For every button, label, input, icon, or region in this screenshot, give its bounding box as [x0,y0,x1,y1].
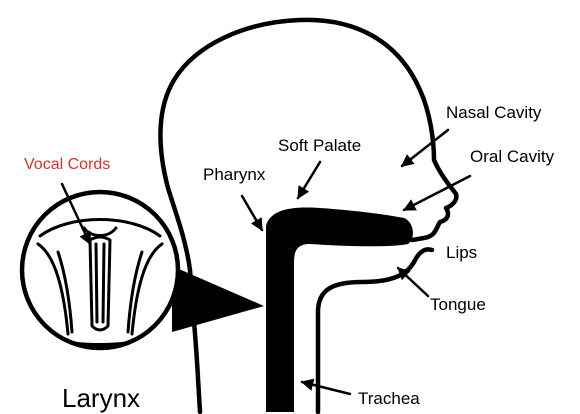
pharynx-arrow [242,196,262,230]
oral-cavity-arrow [404,176,470,210]
vocal-cords-label: Vocal Cords [24,157,110,173]
nasal-cavity-label: Nasal Cavity [446,104,541,121]
soft-palate-shape [266,208,413,412]
chin-neck-outline [318,249,432,412]
soft-palate-label: Soft Palate [278,137,361,154]
tongue-arrow [398,268,428,296]
trachea-arrow [302,382,350,394]
larynx-circle [22,192,178,348]
soft-palate-arrow [298,162,320,198]
larynx-label: Larynx [62,385,140,411]
oral-cavity-label: Oral Cavity [470,148,554,165]
nasal-cavity-arrow [402,130,448,166]
trachea-label: Trachea [358,390,420,407]
larynx-callout-pointer [172,266,264,332]
tongue-label: Tongue [430,296,486,313]
pharynx-label: Pharynx [203,166,265,183]
lips-label: Lips [446,244,477,261]
